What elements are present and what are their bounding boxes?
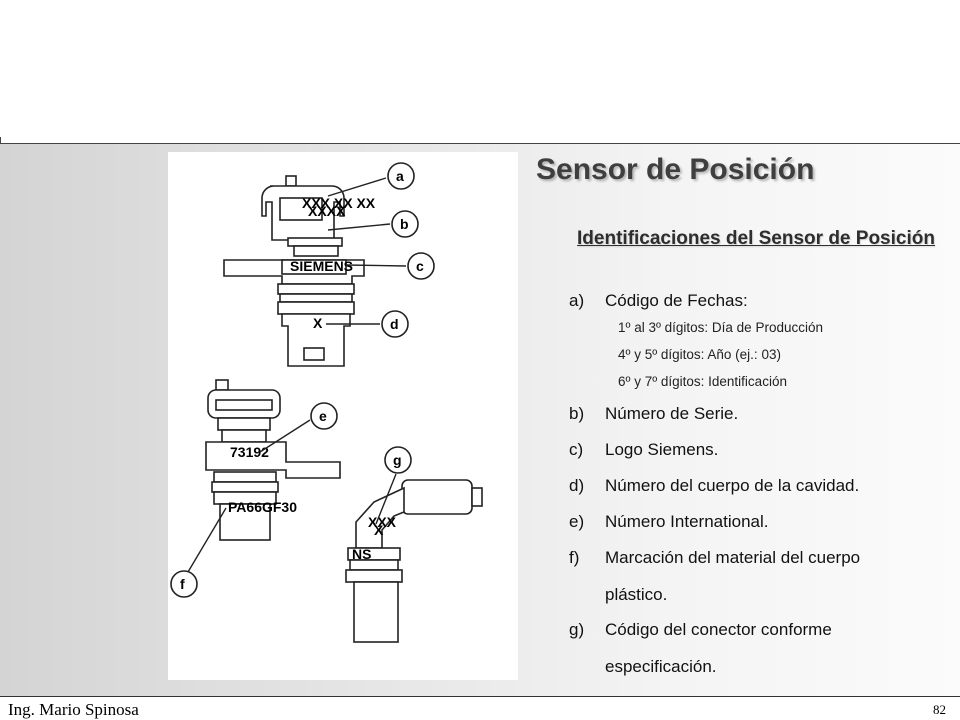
footer-author: Ing. Mario Spinosa: [8, 700, 139, 719]
top-rule: [0, 143, 960, 144]
list-marker: d): [569, 476, 585, 495]
callout-f: f: [170, 570, 198, 598]
svg-text:g: g: [393, 452, 402, 468]
list-text: Marcación del material del cuerpo: [605, 548, 861, 567]
slide-subtitle: Identificaciones del Sensor de Posición: [577, 228, 935, 249]
list-item-b: b) Número de Serie.: [569, 396, 738, 432]
ns-text: NS: [352, 546, 371, 562]
list-marker: e): [569, 512, 585, 531]
sensor-figure: XXX XX XX XXXX SIEMENS X a b c d 73192: [168, 152, 518, 680]
svg-text:f: f: [180, 576, 185, 592]
list-item-f-continuation: plástico.: [605, 585, 668, 604]
list-text: Número de Serie.: [605, 404, 739, 423]
page-number: 82: [933, 702, 946, 717]
subitem-id: 6º y 7º dígitos: Identificación: [618, 374, 787, 389]
list-text: Logo Siemens.: [605, 440, 719, 459]
list-item-g: g) Código del conector conforme: [569, 612, 832, 648]
upper-code2-text: XXXX: [308, 203, 346, 219]
bottom-rule: [0, 696, 960, 697]
list-marker: a): [569, 291, 585, 310]
svg-text:d: d: [390, 316, 399, 332]
sensor-diagram: XXX XX XX XXXX SIEMENS X a b c d 73192: [170, 162, 483, 643]
upper-sensor: [223, 175, 365, 367]
callout-e: e: [310, 402, 338, 430]
svg-text:a: a: [396, 168, 404, 184]
list-item-e: e) Número International.: [569, 504, 768, 540]
callout-b: b: [391, 210, 419, 238]
svg-text:e: e: [319, 408, 327, 424]
svg-text:b: b: [400, 216, 409, 232]
material-text: PA66GF30: [228, 499, 297, 515]
lower-right-sensor: [345, 479, 483, 643]
cavity-text: X: [313, 315, 323, 331]
list-marker: g): [569, 620, 585, 639]
subitem-year: 4º y 5º dígitos: Año (ej.: 03): [618, 347, 781, 362]
subitem-day: 1º al 3º dígitos: Día de Producción: [618, 320, 823, 335]
list-text: Código del conector conforme: [605, 620, 832, 639]
list-item-a: a) Código de Fechas:: [569, 283, 748, 319]
callout-a: a: [387, 162, 415, 190]
connector-x-text: X: [374, 522, 384, 538]
callout-d: d: [381, 310, 409, 338]
svg-text:c: c: [416, 258, 424, 274]
list-item-c: c) Logo Siemens.: [569, 432, 718, 468]
lower-left-sensor: [205, 379, 341, 541]
list-text: Número del cuerpo de la cavidad.: [605, 476, 860, 495]
connector-code-text: XXX: [368, 514, 397, 530]
list-marker: b): [569, 404, 585, 423]
upper-code-text: XXX XX XX: [302, 195, 376, 211]
list-item-f: f) Marcación del material del cuerpo: [569, 540, 860, 576]
list-marker: f): [569, 548, 580, 567]
top-rule-tick: [0, 137, 1, 144]
list-item-d: d) Número del cuerpo de la cavidad.: [569, 468, 859, 504]
number-text: 73192: [230, 444, 269, 460]
list-text: Número International.: [605, 512, 769, 531]
list-marker: c): [569, 440, 584, 459]
callout-g: g: [384, 446, 412, 474]
list-text: Código de Fechas:: [605, 291, 748, 310]
brand-text: SIEMENS: [290, 258, 353, 274]
list-item-g-continuation: especificación.: [605, 657, 717, 676]
slide-title: Sensor de Posición: [536, 153, 815, 186]
callout-c: c: [407, 252, 435, 280]
